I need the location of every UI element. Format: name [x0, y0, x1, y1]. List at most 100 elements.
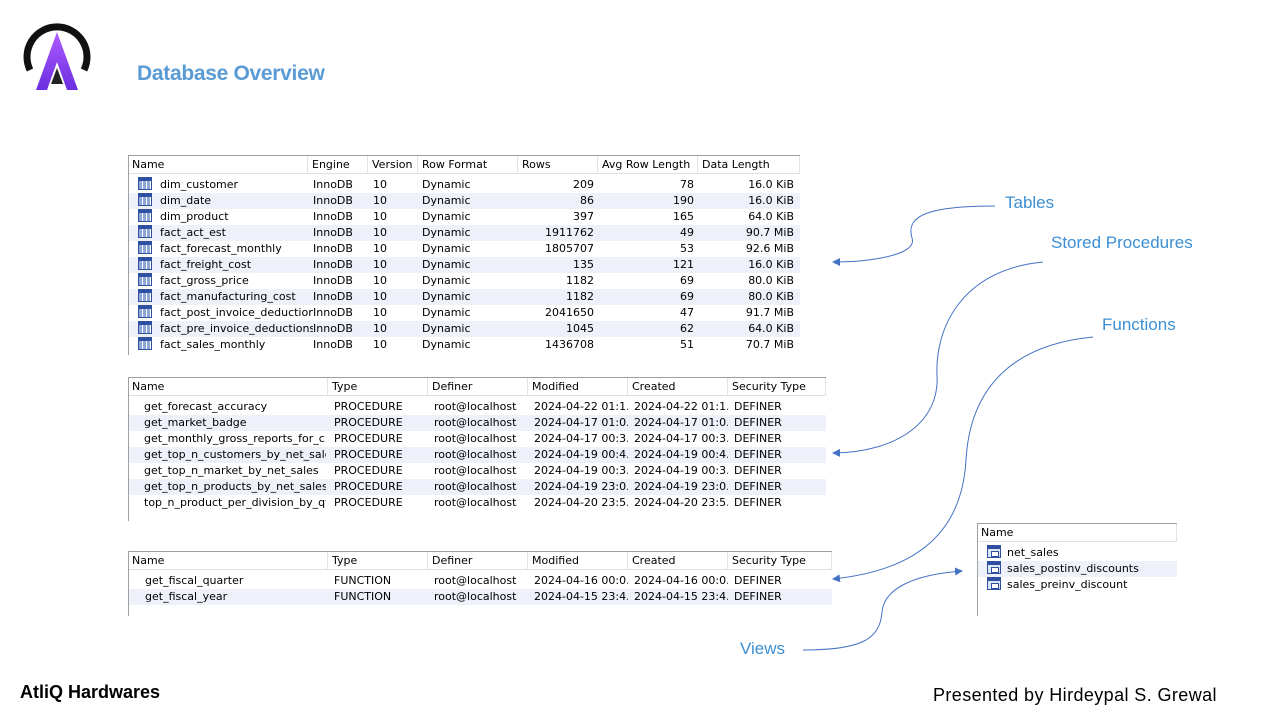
column-header[interactable]: Created	[628, 552, 728, 569]
row-cell: Dynamic	[422, 289, 512, 305]
row-cell: 2024-04-20 23:5...	[534, 495, 628, 511]
row-cell: PROCEDURE	[334, 463, 428, 479]
row-cell: 190	[598, 193, 694, 209]
cell-text: fact_sales_monthly	[160, 338, 266, 351]
row-cell: 397	[518, 209, 594, 225]
column-header[interactable]: Engine	[308, 156, 368, 173]
cell-text: fact_gross_price	[160, 274, 249, 287]
cell-text: 16.0 KiB	[748, 194, 794, 207]
row-cell: 47	[598, 305, 694, 321]
column-header[interactable]: Name	[128, 552, 328, 569]
cell-text: root@localhost	[434, 480, 517, 493]
callout-views: Views	[740, 639, 786, 658]
cell-text: fact_act_est	[160, 226, 226, 239]
column-header[interactable]: Version	[368, 156, 418, 173]
column-header[interactable]: Modified	[528, 552, 628, 569]
column-header[interactable]: Security Type	[728, 378, 826, 395]
cell-text: 2024-04-19 00:4...	[634, 448, 728, 461]
row-name: dim_customer	[138, 177, 313, 193]
table-row[interactable]: get_monthly_gross_reports_for_c...PROCED…	[128, 431, 826, 447]
cell-text: get_top_n_market_by_net_sales	[144, 464, 319, 477]
cell-text: 53	[680, 242, 694, 255]
row-cell: 64.0 KiB	[698, 209, 794, 225]
cell-text: sales_preinv_discount	[1007, 578, 1128, 591]
row-cell: DEFINER	[734, 573, 830, 589]
arrow-views	[802, 567, 963, 651]
column-header[interactable]: Security Type	[728, 552, 832, 569]
cell-text: Dynamic	[422, 194, 471, 207]
table-row[interactable]: net_sales	[977, 545, 1177, 561]
cell-text: 69	[680, 274, 694, 287]
cell-text: 49	[680, 226, 694, 239]
cell-text: Dynamic	[422, 226, 471, 239]
row-cell: DEFINER	[734, 431, 824, 447]
cell-text: 2024-04-15 23:4...	[634, 590, 728, 603]
row-name: dim_date	[138, 193, 313, 209]
cell-text: 2024-04-15 23:4...	[534, 590, 628, 603]
cell-text: 2024-04-16 00:0...	[534, 574, 628, 587]
column-header[interactable]: Row Format	[418, 156, 518, 173]
table-row[interactable]: top_n_product_per_division_by_qt...PROCE…	[128, 495, 826, 511]
column-header[interactable]: Avg Row Length	[598, 156, 698, 173]
column-header[interactable]: Type	[328, 552, 428, 569]
cell-text: 78	[680, 178, 694, 191]
row-cell: InnoDB	[313, 209, 368, 225]
row-cell: DEFINER	[734, 463, 824, 479]
cell-text: 2024-04-16 00:0...	[634, 574, 728, 587]
cell-text: fact_pre_invoice_deductions	[160, 322, 313, 335]
column-header[interactable]: Data Length	[698, 156, 800, 173]
column-header[interactable]: Definer	[428, 552, 528, 569]
column-header[interactable]: Type	[328, 378, 428, 395]
column-header[interactable]: Modified	[528, 378, 628, 395]
column-header[interactable]: Name	[128, 156, 308, 173]
column-header[interactable]: Rows	[518, 156, 598, 173]
row-name: fact_forecast_monthly	[138, 241, 313, 257]
cell-text: 10	[373, 226, 387, 239]
cell-text: 10	[373, 210, 387, 223]
cell-text: get_fiscal_year	[145, 590, 228, 603]
row-cell: InnoDB	[313, 225, 368, 241]
cell-text: root@localhost	[434, 432, 517, 445]
row-cell: InnoDB	[313, 193, 368, 209]
table-row[interactable]: sales_postinv_discounts	[977, 561, 1177, 577]
row-cell: DEFINER	[734, 447, 824, 463]
row-cell: FUNCTION	[334, 589, 428, 605]
cell-text: 2041650	[545, 306, 594, 319]
column-header[interactable]: Definer	[428, 378, 528, 395]
cell-text: 10	[373, 274, 387, 287]
row-cell: root@localhost	[434, 399, 528, 415]
column-header[interactable]: Name	[977, 524, 1177, 541]
cell-text: 10	[373, 242, 387, 255]
row-cell: InnoDB	[313, 337, 368, 353]
cell-text: 2024-04-17 01:0...	[634, 416, 728, 429]
row-name: fact_act_est	[138, 225, 313, 241]
column-header[interactable]: Name	[128, 378, 328, 395]
row-cell: Dynamic	[422, 209, 512, 225]
table-row[interactable]: sales_preinv_discount	[977, 577, 1177, 593]
row-cell: 1182	[518, 289, 594, 305]
row-name: sales_preinv_discount	[987, 577, 1177, 593]
cell-text: PROCEDURE	[334, 496, 403, 509]
row-cell: 90.7 MiB	[698, 225, 794, 241]
row-cell: root@localhost	[434, 447, 528, 463]
column-header[interactable]: Created	[628, 378, 728, 395]
